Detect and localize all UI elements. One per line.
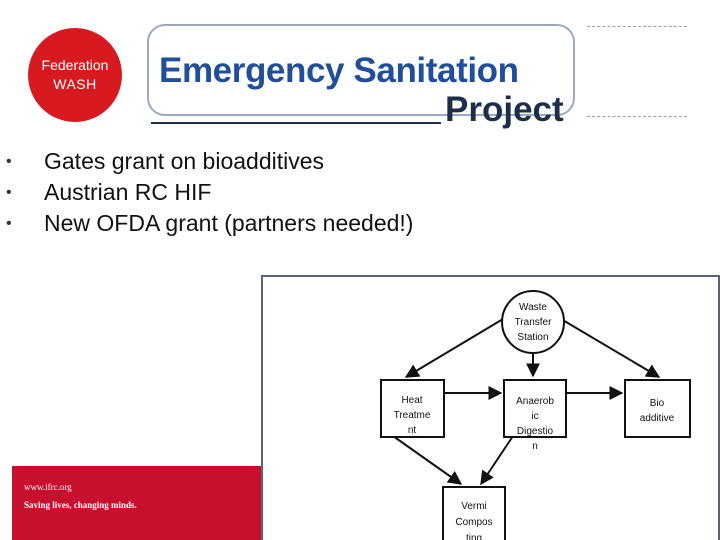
bullet-text: New OFDA grant (partners needed!) — [44, 210, 414, 236]
node-label-anaerobic-1: Anaerob — [516, 396, 554, 407]
edge-heat-vermi — [392, 435, 463, 485]
node-label-heat-1: Heat — [401, 395, 422, 406]
banner-frame — [147, 24, 575, 116]
process-diagram-svg: Waste Transfer Station Heat Treatme nt A… — [261, 275, 720, 540]
edge-waste-heat — [404, 318, 504, 378]
bullet-item: • Austrian RC HIF — [6, 177, 413, 208]
edge-waste-bio — [560, 318, 661, 378]
node-anaerobic-digestion — [503, 379, 567, 438]
node-label-bio-1: Bio — [650, 398, 665, 409]
node-label-anaerobic-2: ic — [531, 411, 538, 422]
bullet-item: • New OFDA grant (partners needed!) — [6, 208, 413, 239]
node-label-anaerobic-4: n — [532, 441, 538, 452]
node-label-anaerobic-3: Digestio — [517, 426, 554, 437]
bullet-text: Austrian RC HIF — [44, 179, 212, 205]
banner-underline — [151, 122, 441, 124]
node-label-vermi-3: ting — [466, 533, 482, 540]
node-label-vermi-2: Compos — [455, 517, 492, 528]
node-vermi-composting — [442, 486, 506, 540]
node-label-waste-1: Waste — [519, 302, 547, 313]
node-label-heat-3: nt — [408, 425, 417, 436]
node-heat-treatment — [380, 379, 445, 438]
footer-slogan: Saving lives, changing minds. — [24, 500, 137, 510]
node-waste-transfer-station — [501, 290, 565, 354]
process-diagram: Waste Transfer Station Heat Treatme nt A… — [261, 275, 720, 540]
federation-wash-badge: Federation WASH — [28, 28, 122, 122]
banner-dash-bottom — [587, 116, 687, 117]
node-label-bio-2: additive — [640, 413, 675, 424]
badge-line-1: Federation — [41, 57, 109, 73]
bullet-item: • Gates grant on bioadditives — [6, 146, 413, 177]
node-bio-additive — [624, 379, 691, 438]
banner-title-line-2: Project — [445, 90, 564, 129]
banner-dash-top — [587, 26, 687, 27]
bullet-list: • Gates grant on bioadditives • Austrian R… — [6, 146, 413, 239]
footer-url: www.ifrc.org — [24, 482, 72, 492]
bullet-dot-icon: • — [6, 215, 12, 232]
node-label-vermi-1: Vermi — [461, 501, 487, 512]
badge-line-2: WASH — [53, 76, 97, 92]
node-label-waste-3: Station — [517, 332, 548, 343]
node-label-heat-2: Treatme — [394, 410, 431, 421]
ifrc-footer-block: www.ifrc.org Saving lives, changing mind… — [12, 466, 274, 540]
bullet-dot-icon: • — [6, 153, 12, 170]
node-label-waste-2: Transfer — [515, 317, 553, 328]
banner-title-line-1: Emergency Sanitation — [159, 51, 519, 90]
edge-anaerobic-vermi — [480, 435, 514, 486]
bullet-dot-icon: • — [6, 184, 12, 201]
project-banner: Emergency Sanitation Project — [147, 24, 687, 129]
bullet-text: Gates grant on bioadditives — [44, 148, 325, 174]
